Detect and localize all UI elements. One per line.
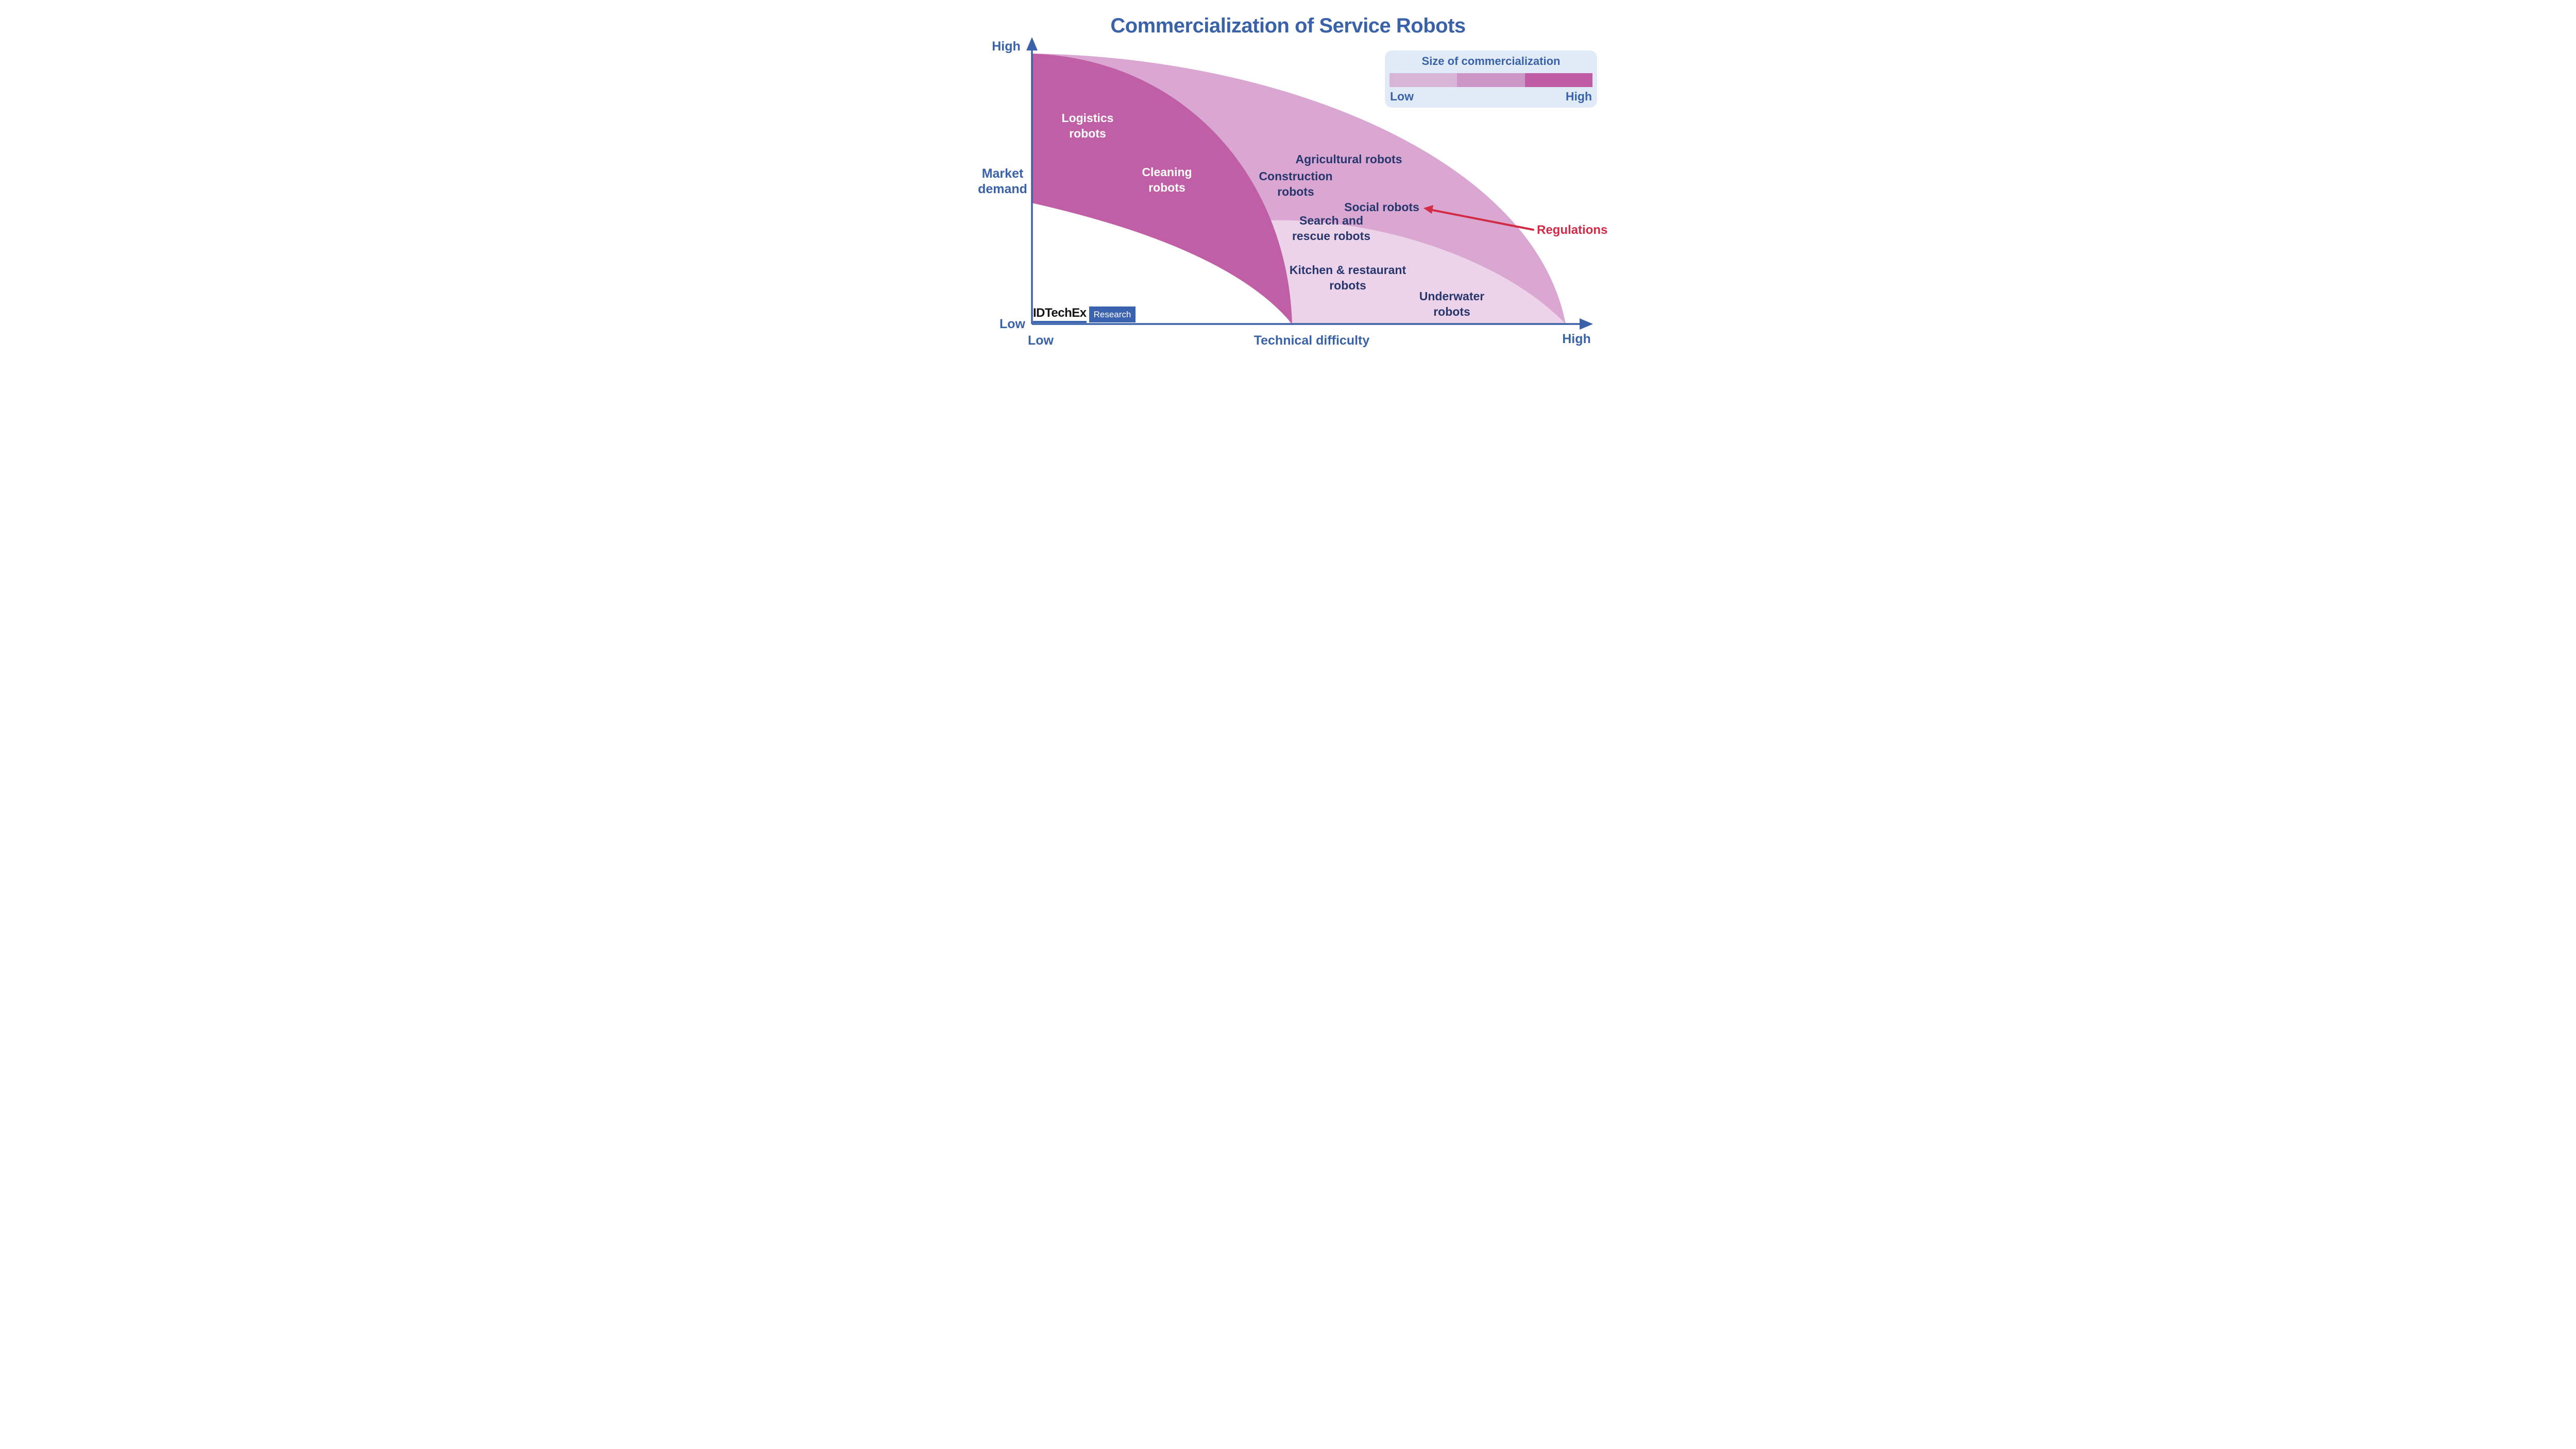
legend-title: Size of commercialization bbox=[1421, 55, 1561, 67]
y-axis-low-label: Low bbox=[999, 317, 1025, 331]
label-logistics-robots: Logistics robots bbox=[1061, 111, 1114, 140]
label-underwater-robots: Underwater robots bbox=[1419, 289, 1485, 318]
label-agricultural-robots: Agricultural robots bbox=[1295, 152, 1402, 166]
legend-segment-high bbox=[1524, 73, 1592, 87]
region-high-commercialization bbox=[1032, 54, 1292, 324]
y-axis-arrowhead-icon bbox=[1026, 37, 1038, 50]
label-kitchen-restaurant-robots: Kitchen & restaurant robots bbox=[1289, 263, 1406, 292]
chart-canvas: Commercialization of Service Robots High… bbox=[966, 0, 1610, 362]
legend-gradient-bar bbox=[1389, 73, 1592, 87]
label-cleaning-robots: Cleaning robots bbox=[1142, 165, 1192, 194]
idtechex-logo-underline bbox=[1033, 321, 1087, 323]
label-social-robots: Social robots bbox=[1344, 200, 1419, 214]
idtechex-logo-research-badge: Research bbox=[1089, 306, 1136, 322]
idtechex-logo-name: IDTechEx bbox=[1033, 306, 1087, 320]
regulations-arrowhead-icon bbox=[1423, 205, 1433, 214]
chart-regions-svg bbox=[1026, 37, 1593, 330]
label-search-rescue-robots: Search and rescue robots bbox=[1292, 214, 1371, 243]
x-axis-high-label: High bbox=[1562, 332, 1591, 346]
x-axis-low-label: Low bbox=[1028, 333, 1054, 348]
label-construction-robots: Construction robots bbox=[1259, 169, 1333, 198]
region-low-commercialization bbox=[1265, 220, 1566, 324]
regulations-annotation: Regulations bbox=[1537, 223, 1608, 237]
legend-low-label: Low bbox=[1390, 90, 1414, 103]
y-axis-high-label: High bbox=[992, 39, 1021, 54]
legend-high-label: High bbox=[1565, 90, 1592, 103]
legend-size-of-commercialization: Size of commercialization Low High bbox=[1385, 50, 1597, 108]
idtechex-logo-name-block: IDTechEx bbox=[1033, 306, 1087, 323]
x-axis-arrowhead-icon bbox=[1580, 318, 1593, 330]
legend-segment-medium bbox=[1457, 73, 1525, 87]
y-axis-title: Market demand bbox=[978, 166, 1027, 196]
legend-segment-low bbox=[1389, 73, 1458, 87]
page-title: Commercialization of Service Robots bbox=[1110, 14, 1466, 37]
regulations-arrow-line bbox=[1429, 209, 1534, 231]
idtechex-logo: IDTechEx Research bbox=[1033, 306, 1136, 323]
x-axis-title: Technical difficulty bbox=[1253, 333, 1370, 348]
